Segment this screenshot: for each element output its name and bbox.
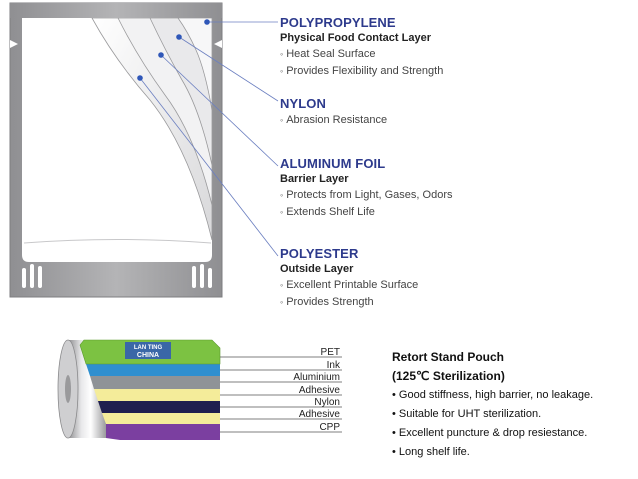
film-label-aluminium: Aluminium	[293, 372, 340, 383]
layer-subtitle: Barrier Layer	[280, 173, 349, 185]
layer-subtitle: Physical Food Contact Layer	[280, 32, 431, 44]
film-layer-cpp	[106, 424, 220, 440]
pouch-vent-slots	[22, 264, 212, 288]
callout-line-aluminum	[160, 54, 279, 167]
callout-lines	[137, 19, 279, 257]
peel-sheet-polypropylene	[177, 17, 213, 111]
layer-feature: ◦Heat Seal Surface	[280, 48, 376, 60]
layer-title: POLYESTER	[280, 246, 359, 261]
layer-feature: ◦Excellent Printable Surface	[280, 279, 419, 291]
film-label-nylon: Nylon	[314, 397, 340, 408]
layer-nylon: NYLON ◦Abrasion Resistance	[280, 96, 387, 129]
layer-aluminum-foil: ALUMINUM FOIL Barrier Layer ◦Protects fr…	[280, 156, 453, 221]
roll-core	[65, 375, 71, 403]
pouch-notch-right	[214, 40, 222, 48]
layer-subtitle: Outside Layer	[280, 263, 354, 275]
film-layer-stack	[79, 339, 221, 440]
callout-dot-aluminum	[158, 52, 164, 58]
film-label-adhesive: Adhesive	[298, 385, 340, 396]
peeled-layers	[91, 17, 213, 241]
print-logo: LAN TING CHINA	[125, 342, 171, 359]
spec-feature: • Long shelf life.	[392, 446, 470, 458]
layer-polypropylene: POLYPROPYLENE Physical Food Contact Laye…	[280, 15, 443, 80]
film-layer-aluminium	[90, 376, 220, 389]
peel-sheet-nylon	[149, 17, 213, 166]
film-label-leaders	[220, 356, 342, 433]
film-roll: LAN TING CHINA	[57, 339, 221, 440]
film-layer-nylon	[98, 401, 220, 413]
layer-title: POLYPROPYLENE	[280, 15, 396, 30]
layer-feature: ◦Extends Shelf Life	[280, 206, 375, 218]
layer-title: ALUMINUM FOIL	[280, 156, 386, 171]
film-label-ink: Ink	[326, 360, 340, 371]
spec-feature: • Excellent puncture & drop resiestance.	[392, 427, 588, 439]
callout-line-nylon	[178, 36, 279, 102]
film-layer-adhesive-1	[94, 389, 220, 401]
pouch-notch-left	[10, 40, 18, 48]
spec-title: Retort Stand Pouch	[392, 350, 505, 364]
layer-feature: ◦Provides Strength	[280, 296, 374, 308]
film-layer-adhesive-2	[102, 413, 220, 424]
spec-subtitle: (125℃ Sterilization)	[392, 369, 505, 383]
print-logo-line-2: CHINA	[137, 352, 159, 359]
film-layer-ink	[86, 364, 220, 376]
spec-feature: • Good stiffness, high barrier, no leaka…	[392, 389, 594, 401]
layer-feature: ◦Protects from Light, Gases, Odors	[280, 189, 453, 201]
callout-dot-polypropylene	[204, 19, 210, 25]
spec-panel: Retort Stand Pouch (125℃ Sterilization) …	[392, 348, 632, 462]
layer-feature: ◦Provides Flexibility and Strength	[280, 65, 444, 77]
film-label-adhesive: Adhesive	[298, 409, 340, 420]
callout-dot-polyester	[137, 75, 143, 81]
pouch-gusset-line	[23, 239, 212, 244]
print-logo-line-1: LAN TING	[134, 345, 163, 351]
layer-polyester: POLYESTER Outside Layer ◦Excellent Print…	[280, 246, 418, 311]
pouch	[9, 2, 223, 298]
layer-title: NYLON	[280, 96, 326, 111]
callout-line-polyester	[139, 77, 279, 257]
layer-feature: ◦Abrasion Resistance	[280, 114, 388, 126]
callout-dot-nylon	[176, 34, 182, 40]
film-label-cpp: CPP	[319, 422, 340, 433]
pouch-top-seal	[10, 3, 222, 18]
film-label-pet: PET	[320, 347, 340, 358]
spec-feature: • Suitable for UHT sterilization.	[392, 408, 542, 420]
